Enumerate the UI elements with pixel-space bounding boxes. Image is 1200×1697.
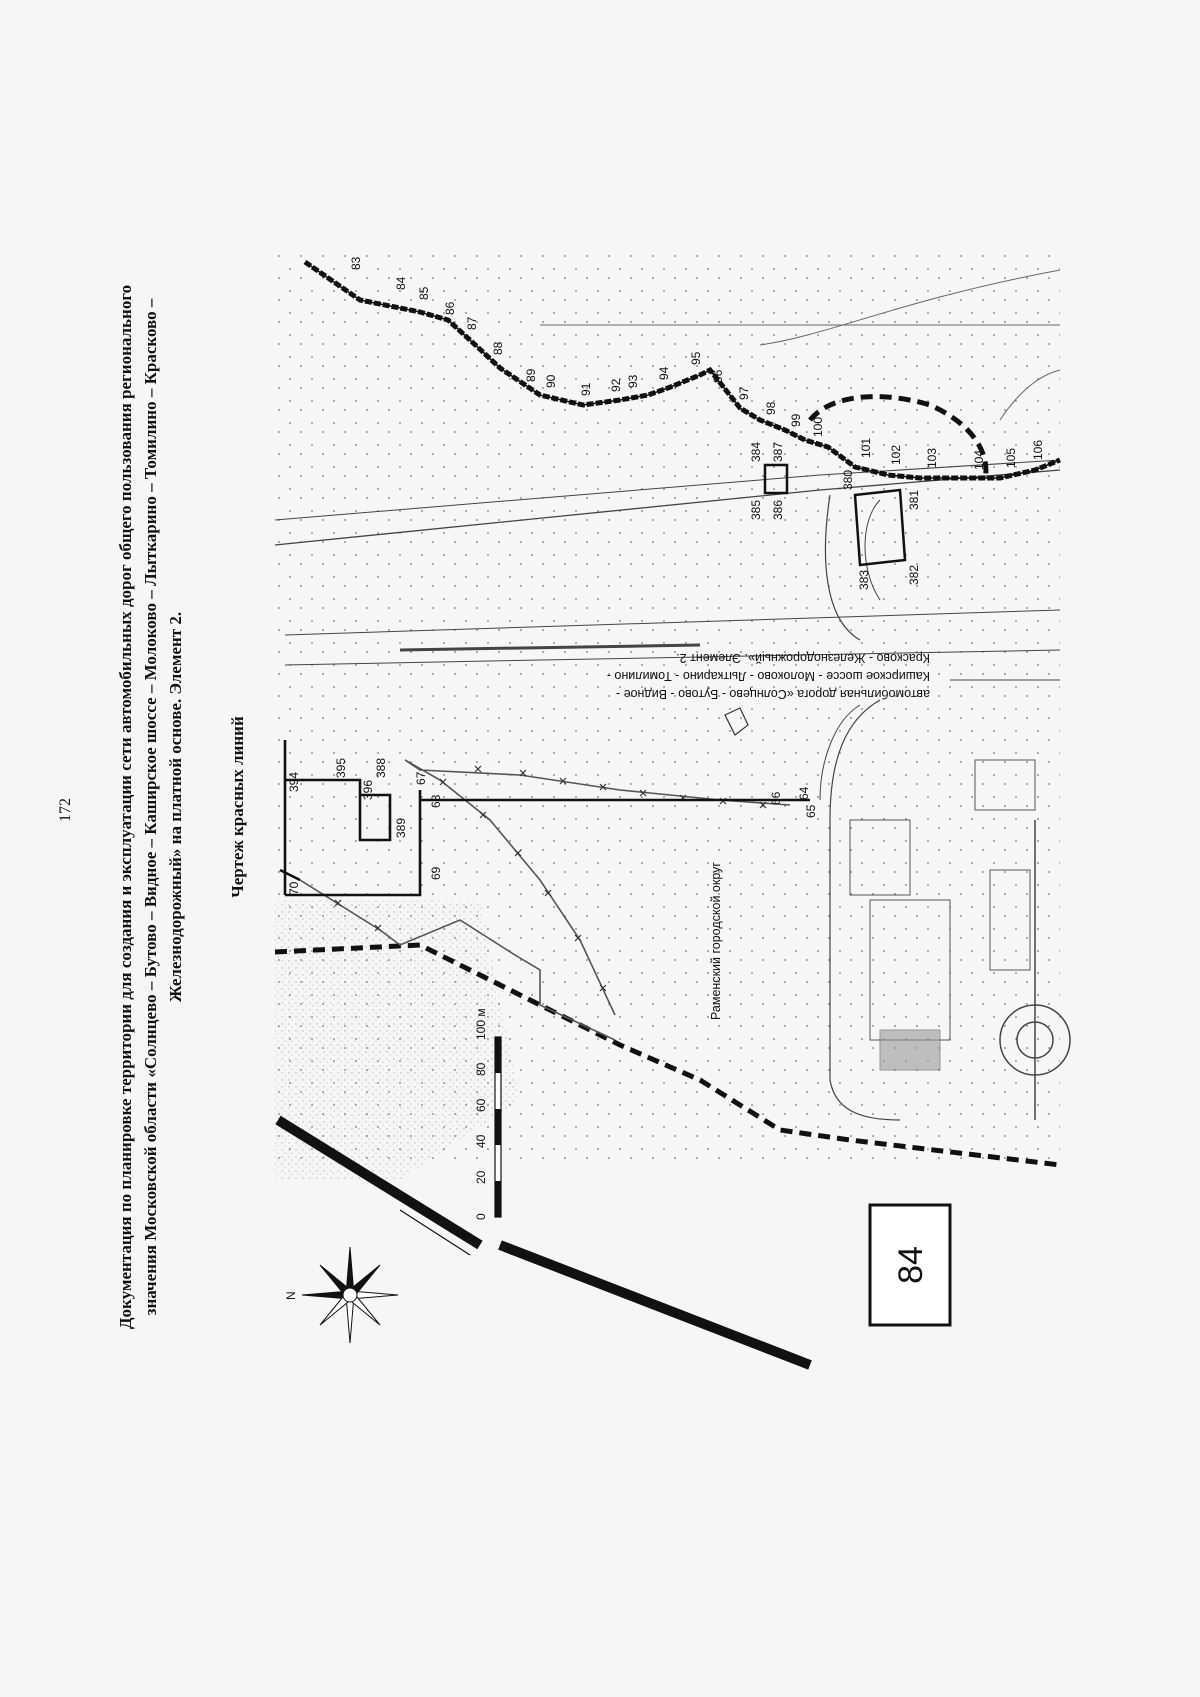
sheet-number-box [868, 1203, 952, 1327]
pt-92: 92 [609, 378, 623, 392]
pt-380: 380 [841, 470, 855, 490]
ramp-edge-mid [819, 704, 861, 801]
scale-bar: 0 20 40 60 80 100 м [474, 1008, 502, 1220]
pt-70: 70 [287, 881, 301, 895]
pt-385: 385 [749, 500, 763, 520]
pt-94: 94 [657, 366, 671, 380]
pt-85: 85 [417, 286, 431, 300]
pt-394: 394 [287, 772, 301, 792]
pt-386: 386 [771, 500, 785, 520]
pt-89: 89 [524, 368, 538, 382]
road-lane [284, 609, 1061, 636]
road-label-line-1: автомобильная дорога «Солнцево - Бутово … [616, 687, 930, 701]
pt-93: 93 [626, 374, 640, 388]
pt-68: 68 [429, 794, 443, 808]
red-line-left [283, 740, 422, 897]
pt-99: 99 [789, 413, 803, 427]
road-edge-upper-2 [274, 459, 1061, 521]
thick-diagonal-1 [275, 1115, 483, 1250]
pt-395: 395 [334, 758, 348, 778]
road-label-group: автомобильная дорога «Солнцево - Бутово … [607, 651, 930, 701]
pt-381: 381 [907, 490, 921, 510]
scale-label-40: 40 [474, 1134, 488, 1148]
scale-label-0: 0 [474, 1213, 488, 1220]
thin-diagonal [399, 1209, 471, 1256]
scale-label-20: 20 [474, 1170, 488, 1184]
scale-label-80: 80 [474, 1062, 488, 1076]
pt-96: 96 [711, 369, 725, 383]
pt-87: 87 [465, 316, 479, 330]
district-boundary-loop [808, 394, 989, 481]
district-boundary-lower [274, 942, 1061, 1168]
sheet-number: 84 [892, 1246, 930, 1284]
road-edge-lower [284, 649, 1061, 666]
pt-106: 106 [1031, 440, 1045, 460]
pt-83: 83 [349, 256, 363, 270]
pt-67: 67 [414, 771, 428, 785]
pt-98: 98 [764, 401, 778, 415]
pt-64: 64 [797, 786, 811, 800]
block-b [853, 488, 907, 567]
pt-383: 383 [857, 570, 871, 590]
pt-65: 65 [804, 804, 818, 818]
pt-382: 382 [907, 565, 921, 585]
right-road-2 [759, 269, 1061, 346]
pt-100: 100 [811, 417, 825, 437]
pt-66: 66 [769, 791, 783, 805]
pt-91: 91 [579, 382, 593, 396]
red-line-diag [279, 868, 301, 882]
pt-387: 387 [771, 442, 785, 462]
compass-north-label: N [284, 1291, 298, 1300]
right-road-3 [999, 369, 1061, 421]
hatch-marks [334, 765, 767, 992]
pt-104: 104 [972, 450, 986, 470]
compass-rose-icon: N [284, 1246, 399, 1344]
pt-84: 84 [394, 276, 408, 290]
ramp-edge-left [824, 494, 861, 641]
pt-90: 90 [544, 374, 558, 388]
pt-388: 388 [374, 758, 388, 778]
pt-101: 101 [859, 438, 873, 458]
thick-diagonal-2 [498, 1240, 812, 1370]
pt-97: 97 [737, 386, 751, 400]
road-label-line-3: Красково - Железнодорожный». Элемент 2. [676, 651, 930, 665]
pt-103: 103 [925, 448, 939, 468]
pt-69: 69 [429, 866, 443, 880]
scale-label-100: 100 м [474, 1008, 488, 1040]
district-label: Раменский городской округ [709, 862, 723, 1020]
ramp-top [864, 499, 881, 601]
road-label-line-2: Каширское шоссе - Молоково - Лыткарино -… [607, 669, 930, 683]
boundary-point-labels: 83 84 85 86 87 88 89 90 91 92 93 94 95 9… [349, 256, 1045, 470]
small-building [724, 707, 749, 736]
pt-102: 102 [889, 445, 903, 465]
pt-396: 396 [361, 780, 375, 800]
pt-86: 86 [443, 301, 457, 315]
gas-station [849, 759, 1036, 1071]
pt-389: 389 [394, 818, 408, 838]
red-line-boundary-core [304, 261, 1061, 479]
vegetation-area [275, 900, 520, 1180]
road-lane-2 [399, 643, 701, 652]
ramp-edge-right [829, 699, 901, 1121]
block-b-labels: 380 381 382 383 [841, 470, 921, 590]
pt-384: 384 [749, 442, 763, 462]
pt-105: 105 [1004, 448, 1018, 468]
pt-95: 95 [689, 351, 703, 365]
block-a-labels: 384 387 385 386 [749, 442, 785, 520]
scale-label-60: 60 [474, 1098, 488, 1112]
roundabout [999, 820, 1071, 1120]
block-a [763, 463, 789, 495]
pt-88: 88 [491, 341, 505, 355]
left-point-labels: 394 395 396 388 389 67 68 69 70 66 65 64 [287, 758, 818, 895]
